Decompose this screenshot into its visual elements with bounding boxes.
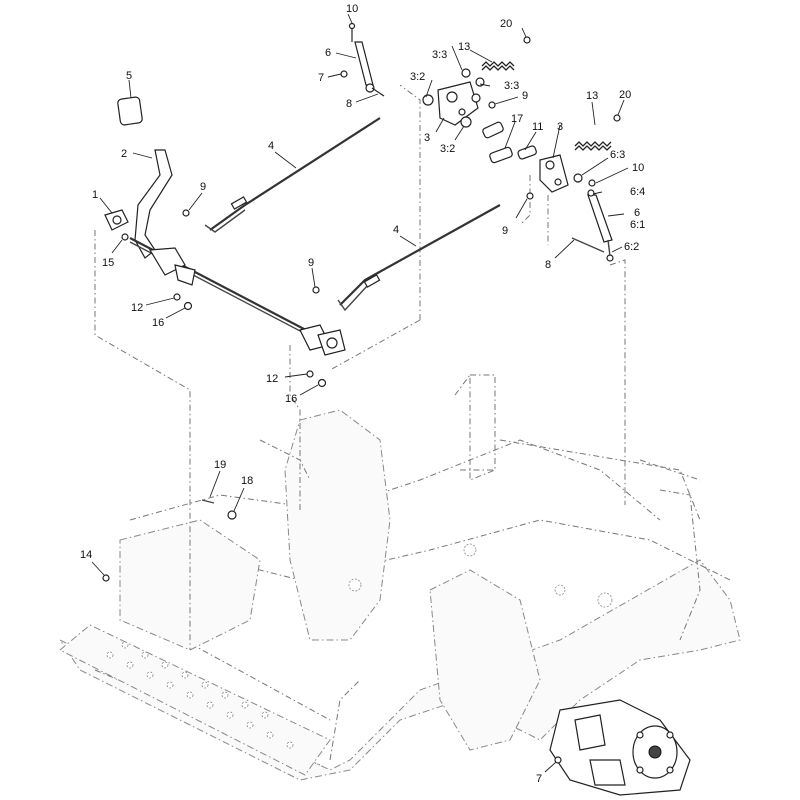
callout-1: 1 bbox=[92, 189, 98, 201]
callout-10-right: 10 bbox=[632, 162, 644, 174]
callout-4-lower: 4 bbox=[393, 224, 399, 236]
nut-9-d bbox=[515, 192, 534, 219]
pedal-pad bbox=[117, 79, 143, 126]
bearing-flange-right bbox=[317, 329, 346, 356]
bearing-flange-left bbox=[99, 197, 129, 231]
fasteners-12-16-right bbox=[284, 370, 327, 396]
fasteners-12-16-left bbox=[145, 293, 193, 319]
callout-3-b: 3 bbox=[557, 121, 563, 133]
callout-16-left: 16 bbox=[152, 317, 164, 329]
callout-16-right: 16 bbox=[285, 393, 297, 405]
control-rod-upper bbox=[204, 117, 381, 233]
callout-8-top: 8 bbox=[346, 98, 352, 110]
control-rod-lower bbox=[337, 204, 501, 312]
callout-11: 11 bbox=[532, 121, 543, 133]
callout-17: 17 bbox=[511, 113, 523, 125]
transmission-bolt-7 bbox=[544, 756, 562, 773]
callout-7-top: 7 bbox=[318, 72, 324, 84]
bellcrank-right bbox=[489, 99, 629, 193]
callout-10-top: 10 bbox=[346, 3, 358, 15]
callout-6-3: 6:3 bbox=[610, 149, 625, 161]
callout-9-c: 9 bbox=[522, 90, 528, 102]
hydro-transmission bbox=[549, 699, 691, 796]
cross-shaft bbox=[129, 237, 331, 351]
callout-7-bottom: 7 bbox=[536, 773, 542, 785]
callout-9-b: 9 bbox=[308, 257, 314, 269]
callout-6-1: 6:1 bbox=[630, 219, 645, 231]
callout-12-left: 12 bbox=[131, 302, 143, 314]
callout-3-3-a: 3:3 bbox=[432, 49, 447, 61]
callout-12-right: 12 bbox=[266, 373, 278, 385]
bellcrank-left bbox=[422, 27, 531, 141]
frame-fasteners bbox=[91, 470, 245, 582]
nut-9-b bbox=[311, 267, 320, 294]
callout-15: 15 bbox=[102, 257, 114, 269]
callout-8-right: 8 bbox=[545, 259, 551, 271]
linkage-upper-left bbox=[327, 13, 385, 103]
callout-13-top: 13 bbox=[458, 41, 470, 53]
callout-13-right: 13 bbox=[586, 90, 598, 102]
callout-5: 5 bbox=[126, 70, 132, 82]
rod-end-right bbox=[554, 189, 625, 262]
nut-9-c bbox=[488, 96, 519, 109]
bolt-15 bbox=[111, 233, 129, 254]
callout-20-top: 20 bbox=[500, 18, 512, 30]
callout-9-a: 9 bbox=[200, 181, 206, 193]
callout-9-d: 9 bbox=[502, 225, 508, 237]
assembly-leaders bbox=[94, 84, 626, 650]
callout-6-right: 6 bbox=[634, 207, 640, 219]
callout-14: 14 bbox=[80, 549, 92, 561]
callout-18: 18 bbox=[241, 475, 253, 487]
callout-6-2: 6:2 bbox=[624, 241, 639, 253]
callout-20-right: 20 bbox=[619, 89, 631, 101]
callout-3-3-b: 3:3 bbox=[504, 80, 519, 92]
nut-9-a bbox=[182, 192, 203, 217]
callout-3-a: 3 bbox=[424, 132, 430, 144]
callout-labels: 10 6 7 8 5 2 4 9 1 15 12 16 9 4 12 16 13… bbox=[80, 3, 645, 785]
callout-3-2-b: 3:2 bbox=[440, 143, 455, 155]
callout-3-2-a: 3:2 bbox=[410, 71, 425, 83]
callout-6-top: 6 bbox=[325, 47, 331, 59]
callout-2: 2 bbox=[121, 148, 127, 160]
callout-6-4: 6:4 bbox=[630, 186, 645, 198]
callout-4-upper: 4 bbox=[268, 140, 274, 152]
callout-19: 19 bbox=[214, 459, 226, 471]
step-plate-holes bbox=[106, 641, 294, 749]
